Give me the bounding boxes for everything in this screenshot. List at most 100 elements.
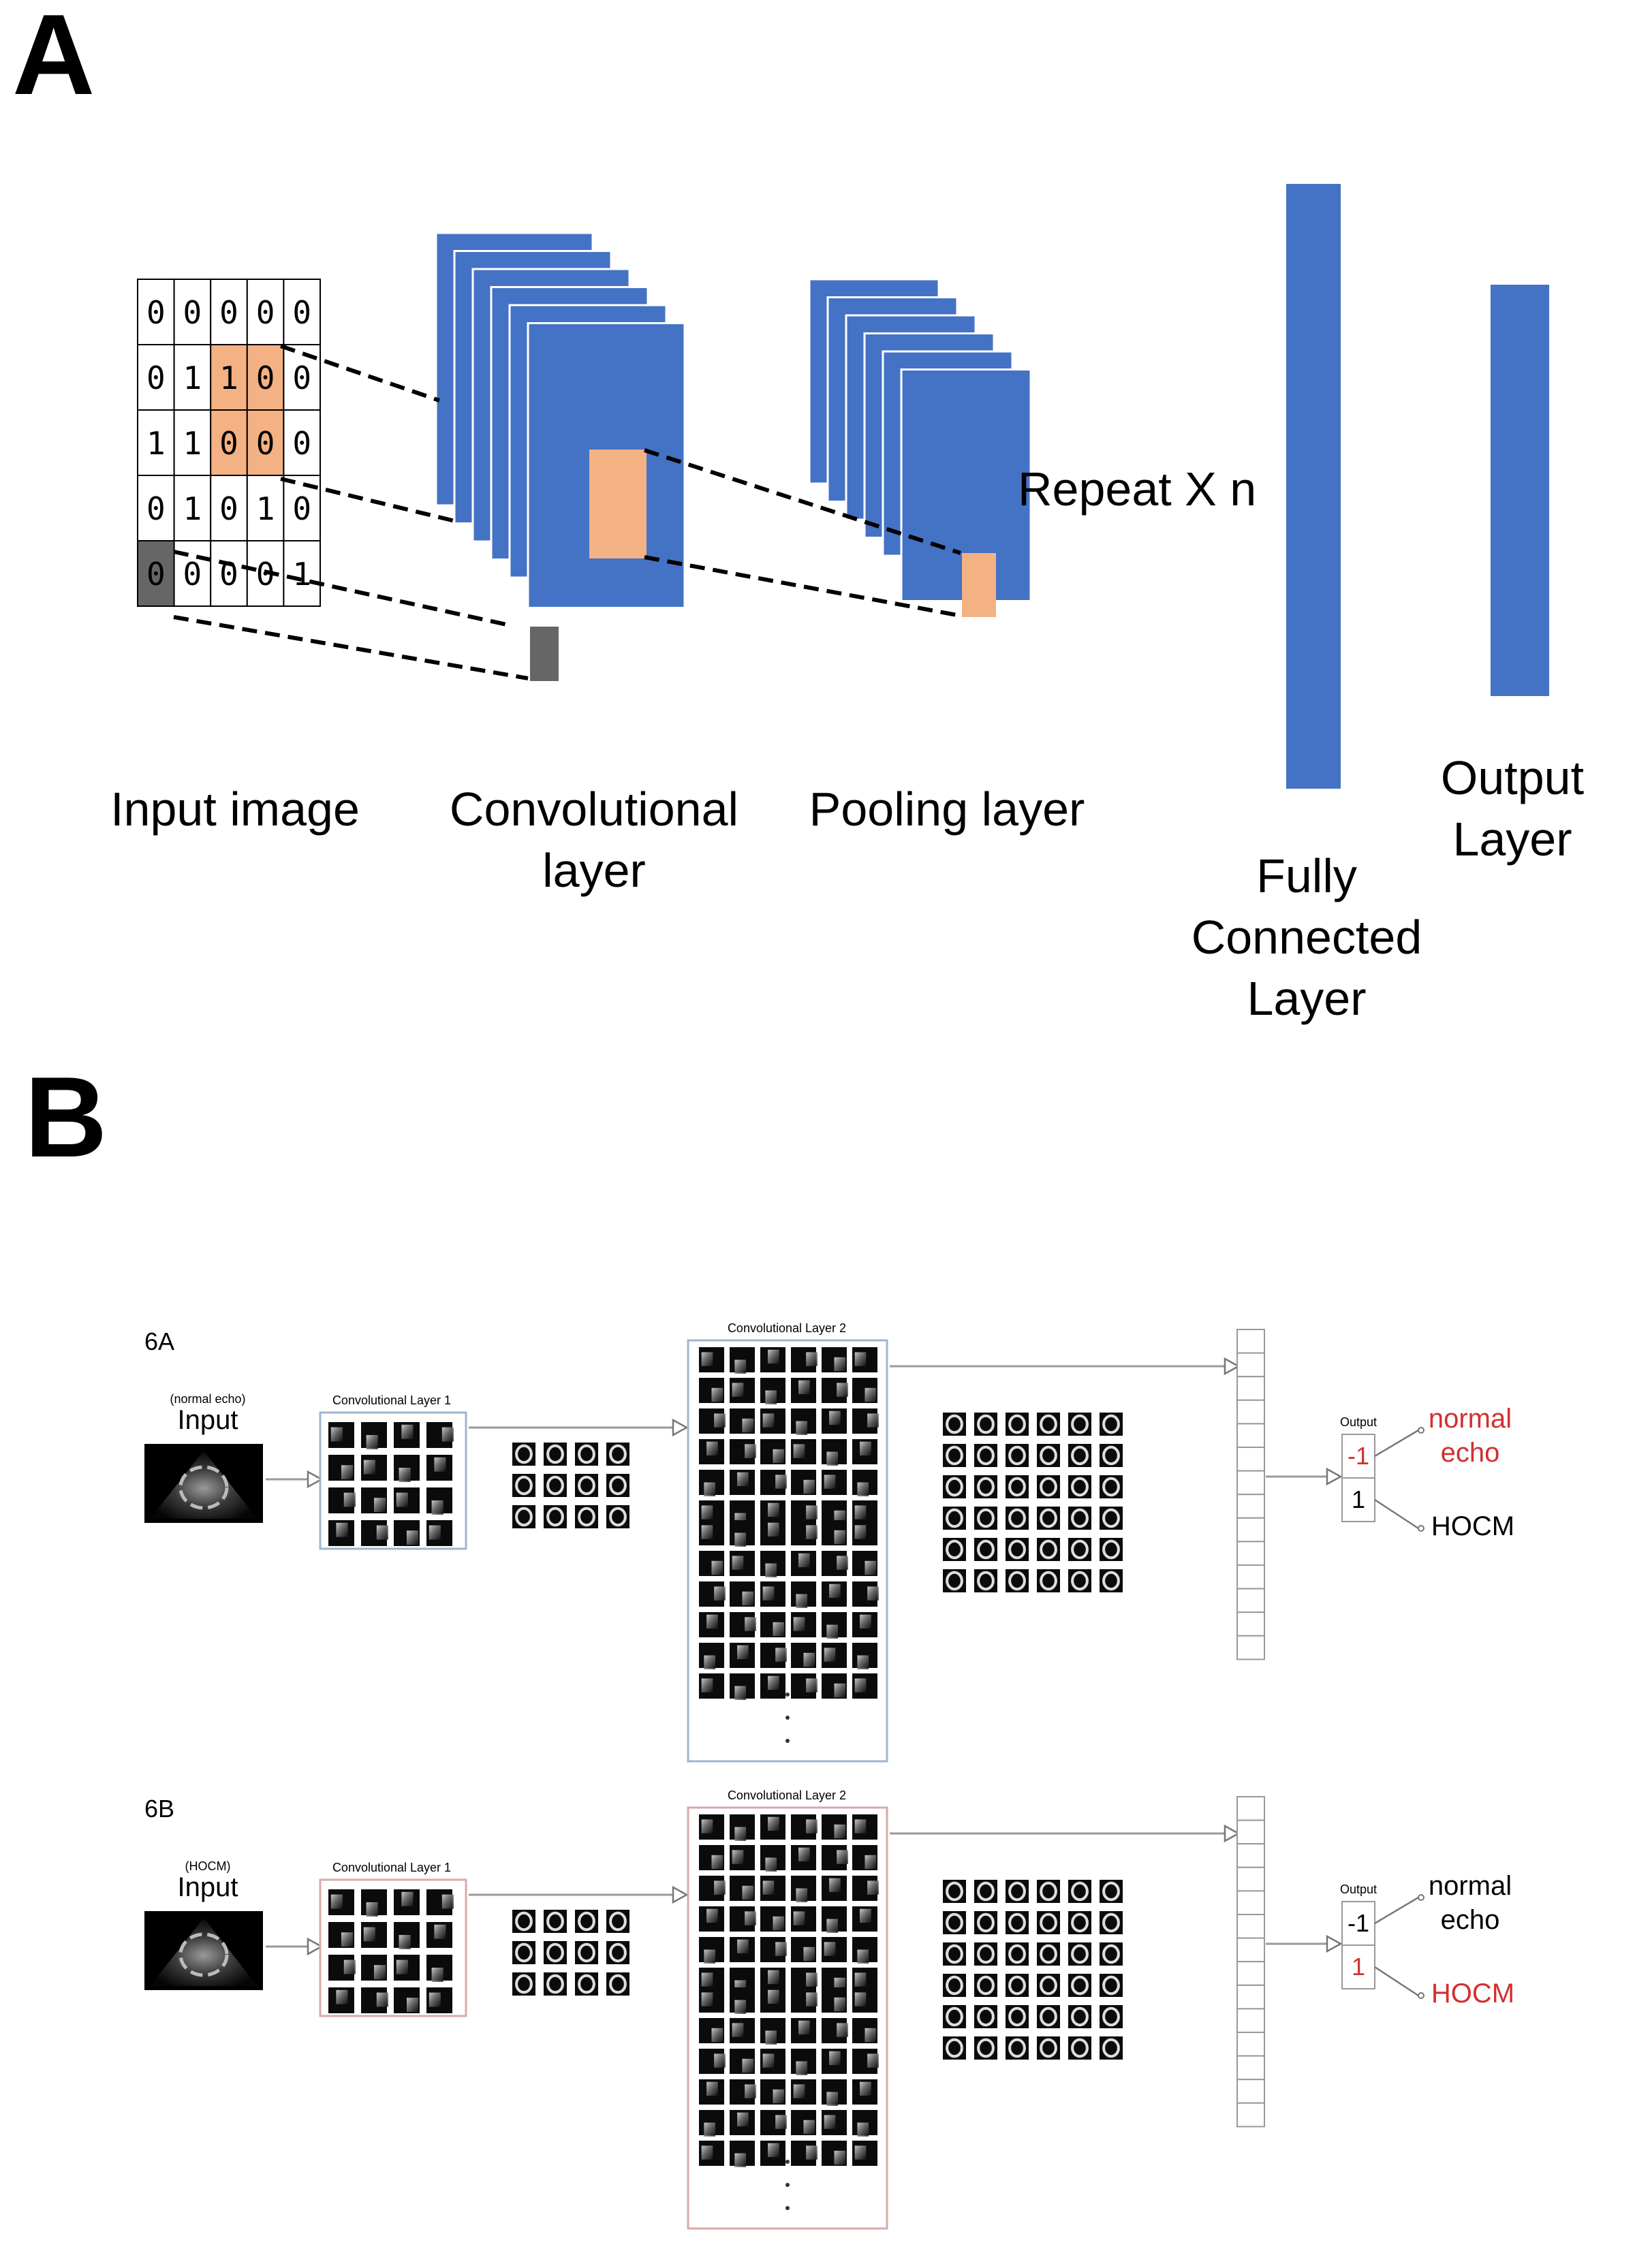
conv2-tile	[822, 2110, 847, 2135]
conv2-tile	[760, 2141, 785, 2166]
tile-texture	[441, 1427, 454, 1442]
fc-cell	[1236, 1796, 1265, 1821]
conv2-tile	[852, 1673, 877, 1699]
conv1-tile	[394, 1922, 420, 1949]
conv2-tile	[852, 1906, 877, 1932]
tile-ring	[1008, 1975, 1026, 1996]
grid-cell-value: 1	[219, 360, 238, 396]
tile-ring	[977, 1912, 995, 1933]
conv2-tile	[822, 1470, 847, 1495]
arrow-head	[307, 1470, 324, 1489]
conv2-tile	[730, 1347, 755, 1374]
conv2-tile	[760, 1378, 785, 1404]
conv2-tile	[699, 1937, 724, 1964]
tile-ring	[1008, 1539, 1026, 1560]
tile-ring	[1040, 1881, 1057, 1902]
conv2-tile	[760, 1347, 785, 1372]
grid-cell-value: 0	[183, 294, 202, 331]
tile-texture	[798, 1380, 810, 1395]
conv2-tile	[730, 2049, 755, 2074]
pool2-tile	[1068, 1413, 1091, 1436]
caption-fc: Connected	[1192, 911, 1422, 964]
tile-texture	[732, 1556, 744, 1570]
tile-texture	[854, 1505, 867, 1519]
pool2-tile	[1068, 1475, 1091, 1498]
pool2-tile	[1037, 1507, 1060, 1530]
tile-texture	[343, 1492, 356, 1507]
tile-texture	[762, 1413, 775, 1428]
tile-ring	[977, 1477, 995, 1497]
conv2-tile	[699, 1408, 726, 1434]
conv2-tile	[699, 2018, 724, 2043]
tile-ring	[1071, 1477, 1089, 1497]
tile-texture	[775, 2115, 787, 2129]
conv2-tile	[730, 2018, 755, 2043]
output-value: -1	[1348, 1909, 1369, 1937]
grid-cell-value: 0	[292, 425, 311, 462]
pool2-tile	[1068, 2036, 1091, 2060]
pool2-tile	[974, 1444, 997, 1467]
pool1-tile	[512, 1972, 535, 1996]
conv2-tile	[730, 1520, 755, 1547]
grid-cell	[210, 540, 248, 607]
pool1-tile	[544, 1505, 567, 1528]
tile-texture	[701, 1505, 713, 1519]
grid-cell-value: 0	[146, 360, 166, 396]
conv2-tile	[791, 1408, 816, 1435]
conv2-tile	[822, 1408, 847, 1434]
pool1-tile	[575, 1972, 598, 1996]
fc-cell	[1236, 1588, 1265, 1613]
pool2-tile	[974, 1538, 997, 1561]
tile-texture	[711, 1560, 723, 1575]
tile-ring	[1040, 1571, 1057, 1591]
tile-texture	[701, 1819, 713, 1833]
conv2-tile	[852, 1439, 877, 1464]
fc-cell	[1236, 1399, 1265, 1425]
echo-heart	[178, 1932, 229, 1977]
fc-cell	[1236, 1494, 1265, 1519]
tile-texture	[762, 1586, 775, 1601]
arrow-head	[1326, 1467, 1343, 1486]
conv1-tile	[394, 1487, 420, 1513]
conv2-tile	[822, 1845, 848, 1870]
arrow-head	[307, 1937, 324, 1956]
tile-texture	[768, 1816, 779, 1831]
pool2-tile	[943, 1911, 966, 1934]
convolutional-layer-stack	[435, 232, 686, 681]
convolution-output-region	[589, 450, 647, 558]
conv2-tile	[760, 2110, 787, 2135]
tile-ring	[609, 1507, 627, 1527]
tile-texture	[806, 1992, 818, 2006]
fc-cell	[1236, 1843, 1265, 1868]
tile-ring	[1008, 1508, 1026, 1528]
tile-texture	[857, 1655, 869, 1669]
tile-ring	[1008, 1445, 1026, 1466]
pool1-tile	[606, 1505, 629, 1528]
fc-cell	[1236, 1470, 1265, 1496]
grid-cell	[173, 409, 212, 476]
conv2-tile	[852, 1581, 879, 1607]
conv2-tile	[730, 1581, 755, 1607]
pool1-tile	[512, 1443, 535, 1466]
tile-texture	[854, 1678, 867, 1692]
pool2-tile	[1006, 1507, 1029, 1530]
conv2-tile	[791, 1987, 818, 2013]
pool2-tile	[1006, 1880, 1029, 1903]
pool2-tile	[1068, 1974, 1091, 1997]
connector-dot	[1418, 1894, 1424, 1901]
fc-cell	[1236, 1329, 1265, 1354]
grid-cell	[210, 475, 248, 541]
tile-ring	[515, 1942, 533, 1963]
tile-ring	[546, 1507, 564, 1527]
conv2-tile	[852, 1643, 877, 1669]
conv2-tile	[822, 1581, 847, 1607]
tile-texture	[806, 1972, 818, 1987]
ellipsis-dot	[785, 1692, 790, 1697]
fc-cell	[1236, 1984, 1265, 2010]
tile-texture	[865, 1855, 877, 1870]
grid-cell-value: 0	[292, 360, 311, 396]
tile-ring	[946, 1571, 963, 1591]
pool2-tile	[1068, 2005, 1091, 2028]
